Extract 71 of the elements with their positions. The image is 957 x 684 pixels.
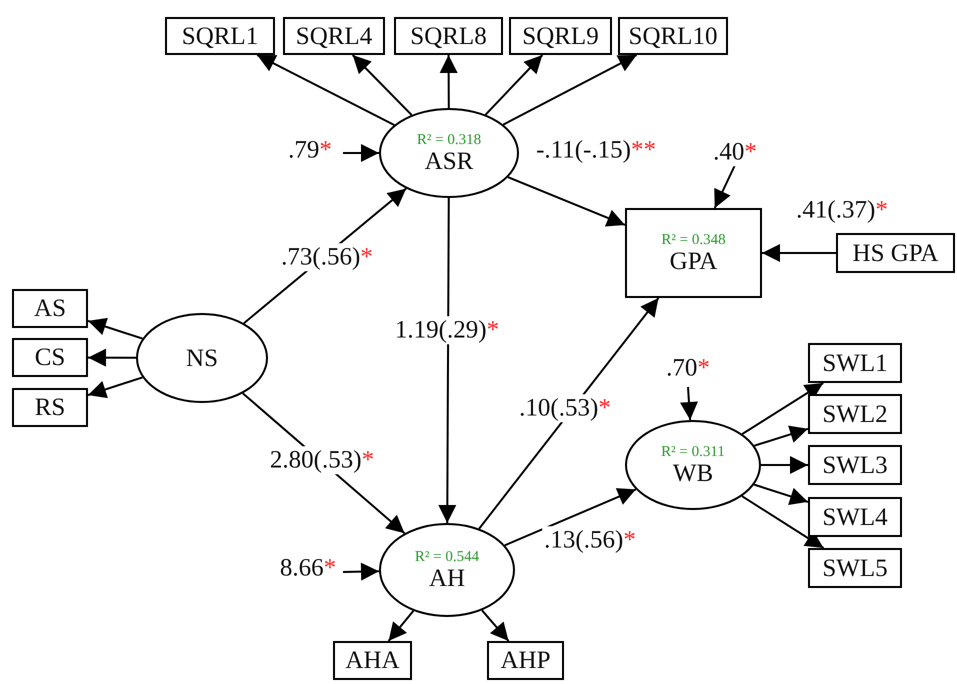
latent-variable-ellipse bbox=[625, 420, 761, 510]
arrow bbox=[754, 484, 808, 505]
arrow bbox=[88, 348, 136, 367]
observed-variable-box bbox=[394, 17, 503, 55]
observed-variable-box bbox=[12, 388, 88, 427]
arrow bbox=[478, 297, 660, 530]
variable-name: CS bbox=[34, 345, 66, 370]
observed-variable-box bbox=[836, 233, 955, 273]
observed-variable-box bbox=[808, 445, 902, 485]
variable-name: HS GPA bbox=[852, 240, 938, 266]
observed-variable-box bbox=[509, 17, 612, 55]
observed-variable-box bbox=[487, 641, 564, 680]
variable-name: SWL2 bbox=[822, 402, 888, 426]
arrow bbox=[88, 376, 143, 398]
arrow bbox=[343, 144, 379, 162]
variable-name: RS bbox=[34, 395, 66, 420]
latent-variable-ellipse bbox=[379, 523, 515, 617]
arrow bbox=[502, 54, 638, 126]
variable-name: WB bbox=[672, 460, 714, 486]
latent-variable-ellipse bbox=[379, 108, 519, 198]
variable-name: GPA bbox=[670, 248, 718, 274]
variable-name: AHA bbox=[345, 648, 400, 673]
observed-variable-box bbox=[283, 17, 385, 55]
observed-variable-box bbox=[333, 641, 412, 680]
r-squared-value: R² = 0.311 bbox=[661, 444, 725, 460]
latent-variable-ellipse bbox=[136, 313, 268, 403]
arrow bbox=[352, 54, 412, 116]
arrow bbox=[714, 164, 736, 208]
observed-variable-box bbox=[808, 343, 902, 383]
variable-name: SQRL4 bbox=[296, 24, 372, 48]
variable-name: SQRL1 bbox=[182, 24, 258, 48]
variable-name: SQRL10 bbox=[628, 24, 718, 48]
arrow bbox=[680, 386, 698, 420]
r-squared-value: R² = 0.544 bbox=[414, 550, 480, 564]
variable-name: ASR bbox=[424, 148, 474, 174]
variable-name: AH bbox=[428, 566, 466, 590]
arrow bbox=[88, 318, 143, 340]
observed-variable-box bbox=[808, 394, 902, 434]
arrow bbox=[762, 244, 836, 262]
variable-name: SQRL8 bbox=[410, 24, 487, 48]
arrow bbox=[438, 198, 456, 523]
path-coefficient: .13(.56)* bbox=[542, 526, 638, 554]
arrow bbox=[440, 55, 458, 108]
variable-name: SWL4 bbox=[822, 504, 888, 530]
observed-variable-box bbox=[165, 17, 275, 55]
variable-name: SWL5 bbox=[822, 556, 888, 580]
observed-variable-box bbox=[808, 497, 902, 537]
r-squared-value: R² = 0.348 bbox=[661, 232, 726, 248]
observed-variable-box bbox=[12, 289, 88, 328]
arrow bbox=[484, 54, 544, 116]
arrow bbox=[742, 382, 824, 435]
arrow bbox=[508, 176, 626, 226]
observed-variable-box bbox=[12, 338, 88, 377]
arrow bbox=[481, 610, 510, 642]
variable-name: SWL1 bbox=[822, 350, 888, 376]
arrow bbox=[742, 495, 824, 549]
arrow bbox=[342, 562, 380, 581]
variable-name: AHP bbox=[500, 648, 550, 673]
arrow bbox=[754, 426, 808, 447]
variable-name: SWL3 bbox=[822, 452, 888, 478]
observed-variable-box bbox=[625, 208, 762, 298]
arrow bbox=[761, 456, 808, 474]
variable-name: AS bbox=[34, 296, 66, 321]
variable-name: NS bbox=[186, 346, 218, 370]
r-squared-value: R² = 0.318 bbox=[416, 132, 482, 148]
arrow bbox=[504, 488, 636, 546]
observed-variable-box bbox=[618, 17, 728, 55]
arrow bbox=[256, 54, 395, 126]
variable-name: SQRL9 bbox=[522, 24, 599, 48]
arrow bbox=[388, 610, 414, 642]
observed-variable-box bbox=[808, 548, 902, 588]
